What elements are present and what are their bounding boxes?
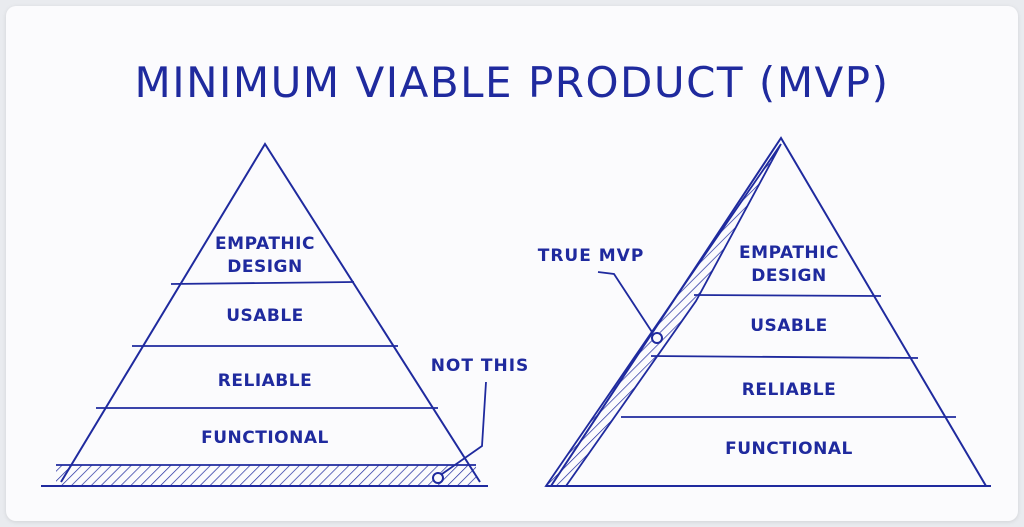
left-pyramid: EMPATHIC DESIGN USABLE RELIABLE FUNCTION… xyxy=(41,142,530,487)
left-layer-functional-label: FUNCTIONAL xyxy=(201,428,329,448)
diagram-title: MINIMUM VIABLE PRODUCT (MVP) xyxy=(134,58,890,107)
left-pyramid-outline xyxy=(60,142,481,483)
not-this-annotation: NOT THIS xyxy=(431,356,530,376)
left-layer-reliable-label: RELIABLE xyxy=(218,371,312,391)
right-divider-2 xyxy=(650,355,919,359)
left-hatched-base-layer xyxy=(56,465,476,486)
left-layer-design-label: DESIGN xyxy=(227,257,302,277)
right-pyramid: EMPATHIC DESIGN USABLE RELIABLE FUNCTION… xyxy=(538,136,991,487)
right-layer-usable-label: USABLE xyxy=(750,316,828,336)
right-layer-design-label: DESIGN xyxy=(751,266,826,286)
diagram-card: MINIMUM VIABLE PRODUCT (MVP) EMPATHIC DE… xyxy=(6,6,1018,521)
left-layer-usable-label: USABLE xyxy=(226,306,304,326)
left-layer-empathic-label: EMPATHIC xyxy=(215,234,315,254)
left-divider-1 xyxy=(170,281,355,285)
right-layer-empathic-label: EMPATHIC xyxy=(739,243,839,263)
not-this-leader-line xyxy=(441,381,487,475)
mvp-diagram: EMPATHIC DESIGN USABLE RELIABLE FUNCTION… xyxy=(41,136,991,487)
true-mvp-marker xyxy=(651,332,663,344)
true-mvp-leader-line xyxy=(597,271,653,333)
right-divider-1 xyxy=(693,294,882,297)
right-pyramid-outline xyxy=(550,136,987,487)
right-layer-reliable-label: RELIABLE xyxy=(742,380,836,400)
true-mvp-annotation: TRUE MVP xyxy=(538,246,645,266)
right-layer-functional-label: FUNCTIONAL xyxy=(725,439,853,459)
not-this-marker xyxy=(432,472,444,484)
